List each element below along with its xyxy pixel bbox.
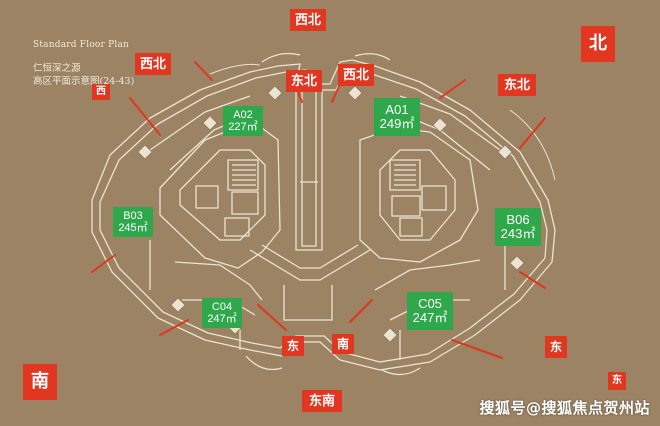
unit-area: 247㎡	[207, 313, 237, 325]
unit-area: 247㎡	[412, 310, 448, 325]
unit-code: A02	[233, 108, 253, 121]
direction-label-northeast-center: 东北	[286, 70, 322, 92]
direction-label-northwest-top: 西北	[290, 9, 326, 31]
direction-label-north: 北	[581, 26, 615, 62]
unit-code: B03	[123, 209, 143, 222]
unit-c04: C04 247㎡	[202, 298, 242, 328]
direction-label-east-corner: 东	[608, 372, 626, 390]
direction-label-northwest-center: 西北	[338, 64, 374, 86]
unit-c05: C05 247㎡	[407, 292, 453, 330]
watermark-text: 搜狐号@搜狐焦点贺州站	[479, 399, 650, 417]
title-chinese-plan: 高区平面示意图(24-43)	[33, 76, 135, 87]
direction-lines	[91, 61, 546, 359]
direction-label-northwest-left: 西北	[135, 53, 171, 75]
unit-a01: A01 249㎡	[374, 98, 420, 136]
direction-label-west: 西	[92, 84, 110, 100]
unit-code: A01	[385, 101, 409, 117]
unit-code: B06	[506, 211, 530, 227]
direction-label-east-bottom: 东	[282, 336, 304, 356]
unit-area: 245㎡	[118, 222, 148, 234]
direction-label-south: 南	[23, 364, 57, 400]
unit-b06: B06 243㎡	[495, 208, 541, 246]
unit-code: C04	[211, 300, 233, 313]
building-outline	[91, 52, 556, 376]
direction-label-northeast-right: 东北	[498, 74, 536, 96]
direction-label-south-center: 南	[332, 334, 354, 354]
unit-a02: A02 227㎡	[223, 106, 263, 136]
unit-area: 227㎡	[228, 121, 258, 133]
unit-area: 243㎡	[500, 226, 536, 241]
title-chinese-project: 仁恒深之源	[33, 63, 81, 74]
direction-label-southeast: 东南	[302, 390, 342, 412]
structural-columns	[137, 85, 525, 343]
unit-area: 249㎡	[379, 116, 415, 131]
direction-label-east-right: 东	[545, 336, 567, 358]
unit-code: C05	[418, 295, 442, 311]
unit-b03: B03 245㎡	[113, 207, 153, 237]
title-english: Standard Floor Plan	[33, 40, 130, 50]
